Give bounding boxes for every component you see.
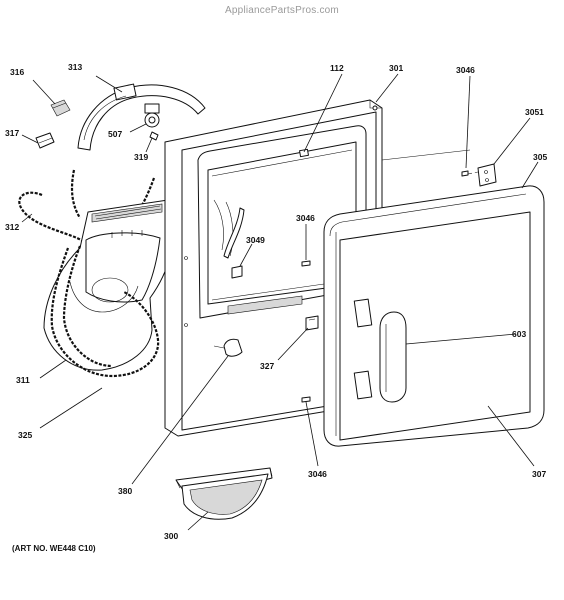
part-507-thermostat (144, 103, 160, 128)
part-3046-screw-lower (301, 396, 311, 403)
art-number: (ART NO. WE448 C10) (12, 544, 96, 553)
part-316-pad (50, 99, 71, 117)
callout-313: 313 (68, 62, 82, 72)
part-3046-screw-middle (301, 260, 311, 267)
callout-311: 311 (16, 375, 30, 385)
watermark: AppliancePartsPros.com (225, 5, 339, 16)
part-319-screw (149, 131, 159, 141)
callout-307: 307 (532, 469, 546, 479)
part-3049-strike (223, 207, 245, 279)
callout-380: 380 (118, 486, 132, 496)
part-313-bracket (77, 83, 206, 151)
callout-319: 319 (134, 152, 148, 162)
callout-112: 112 (330, 63, 344, 73)
part-3046-screw-top (461, 170, 469, 177)
part-327-switch (305, 315, 319, 331)
callout-305: 305 (533, 152, 547, 162)
callouts: 316 313 317 507 319 312 311 325 112 301 … (5, 62, 547, 541)
callout-3049: 3049 (246, 235, 265, 245)
part-603-handle (379, 311, 407, 403)
part-300-lint-filter (175, 467, 273, 520)
callout-301: 301 (389, 63, 403, 73)
part-307-door-inner (339, 211, 531, 441)
callout-603: 603 (512, 329, 526, 339)
part-380-lamp-socket (213, 338, 243, 357)
callout-3046-middle: 3046 (296, 213, 315, 223)
part-325-seal (50, 245, 160, 378)
part-311-drum-front (43, 199, 174, 371)
part-3051-hinge (477, 163, 497, 187)
leader-lines (21, 73, 539, 531)
callout-507: 507 (108, 129, 122, 139)
callout-3051: 3051 (525, 107, 544, 117)
callout-327: 327 (260, 361, 274, 371)
callout-3046-top: 3046 (456, 65, 475, 75)
callout-316: 316 (10, 67, 24, 77)
callout-300: 300 (164, 531, 178, 541)
part-317-pad (35, 132, 55, 149)
callout-312: 312 (5, 222, 19, 232)
callout-3046-lower: 3046 (308, 469, 327, 479)
callout-325: 325 (18, 430, 32, 440)
callout-317: 317 (5, 128, 19, 138)
